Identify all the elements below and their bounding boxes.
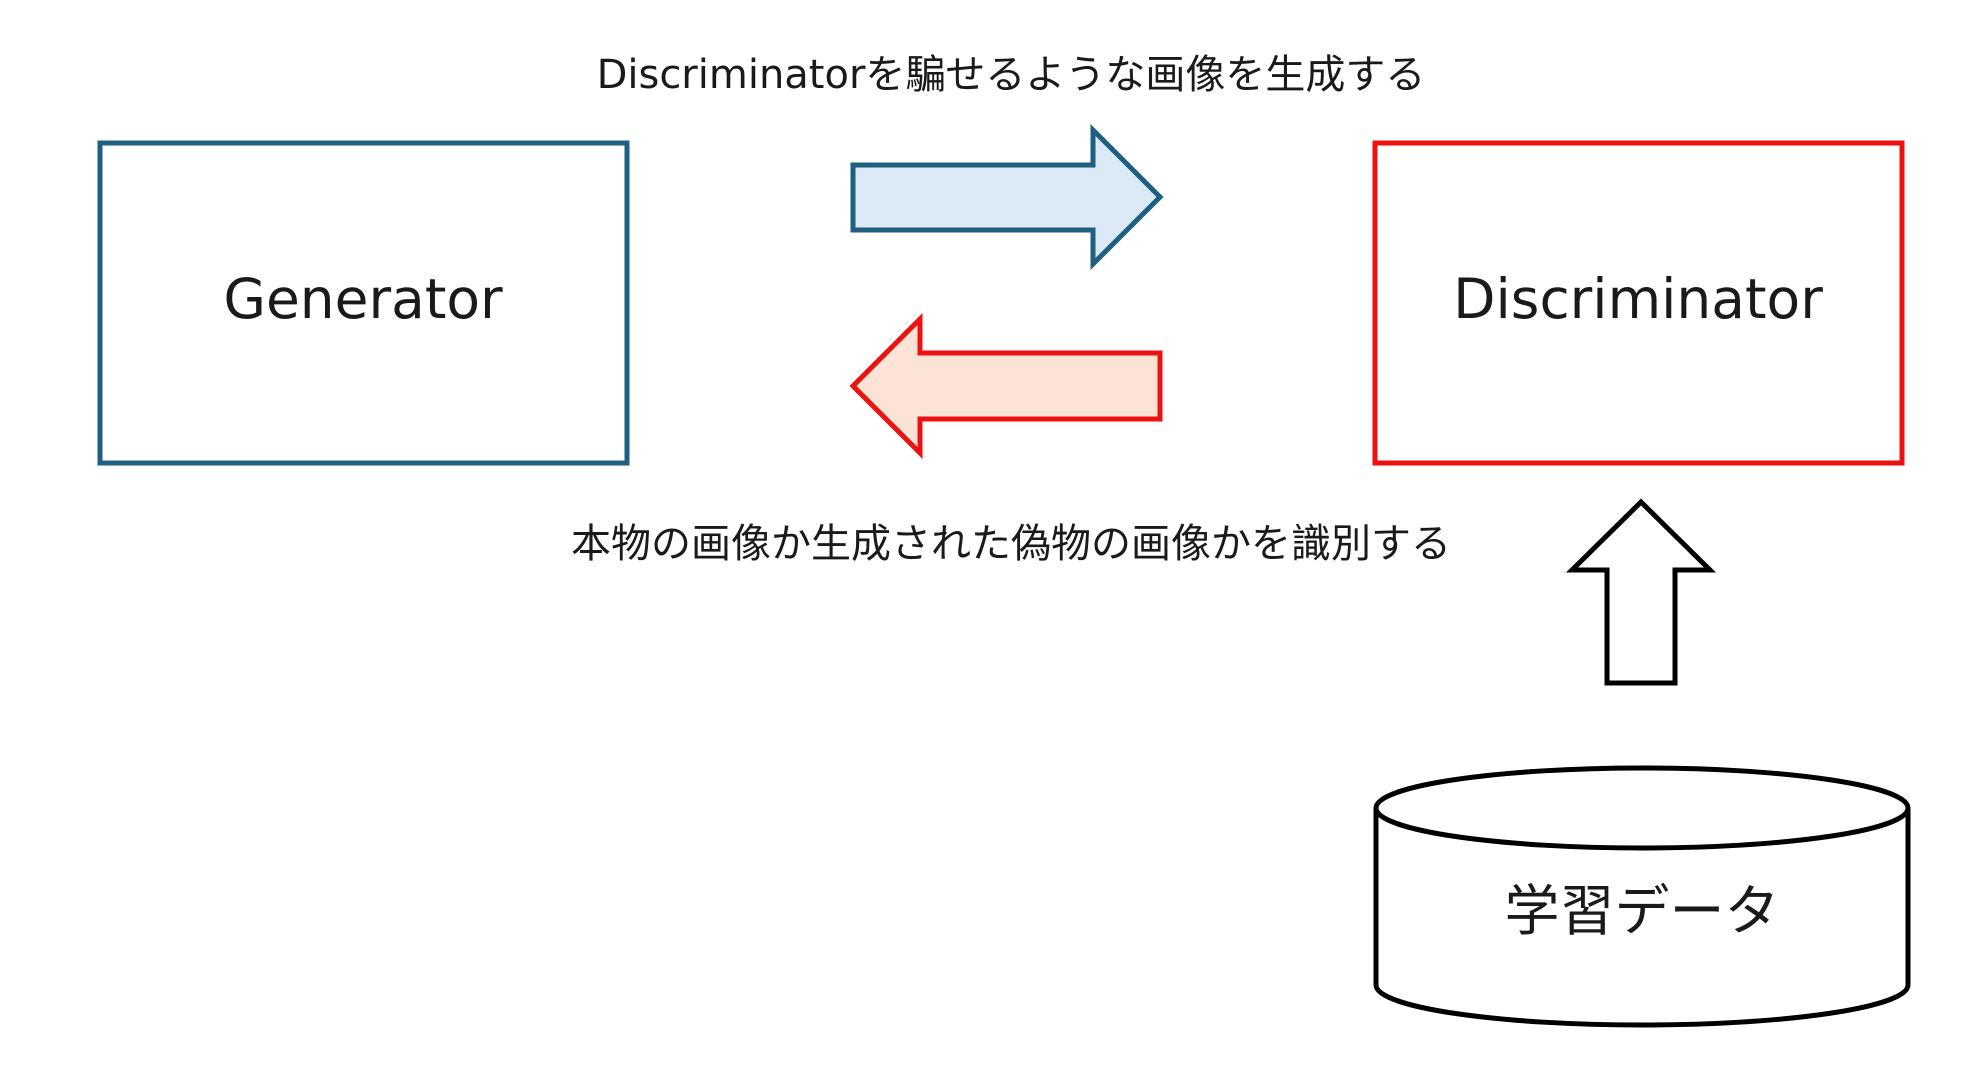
training-data-cylinder bbox=[1373, 765, 1911, 1028]
arrow-right-icon bbox=[850, 123, 1164, 271]
generator-box bbox=[97, 140, 630, 466]
bottom-label: 本物の画像か生成された偽物の画像かを識別する bbox=[571, 521, 1451, 567]
cylinder-body bbox=[1373, 808, 1911, 1028]
generator-label: Generator bbox=[223, 267, 503, 331]
top-label: Discriminatorを騙せるような画像を生成する bbox=[597, 52, 1426, 98]
discriminator-box bbox=[1372, 140, 1905, 466]
cylinder-top bbox=[1373, 765, 1911, 851]
discriminator-label: Discriminator bbox=[1453, 267, 1823, 331]
training-data-label: 学習データ bbox=[1504, 879, 1779, 943]
arrow-up-icon bbox=[1565, 498, 1717, 686]
arrow-left-icon bbox=[849, 312, 1163, 460]
